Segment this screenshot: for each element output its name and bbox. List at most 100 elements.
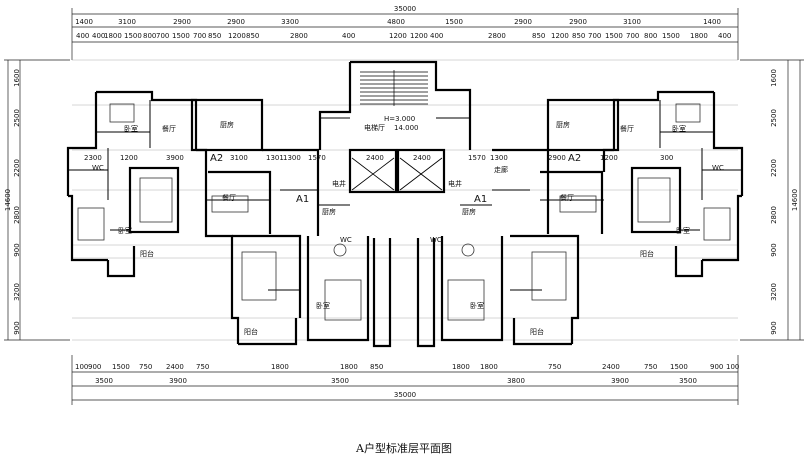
side-dimension-lines [4, 59, 804, 341]
top-dim-label: 3100 [623, 18, 641, 26]
top-dim-label: 3300 [281, 18, 299, 26]
drawing-title: A户型标准层平面图 [356, 442, 452, 455]
room-label-bedroom: 卧室 [470, 301, 484, 310]
inner-dim-label: 1570 [468, 154, 486, 162]
bottom-dim-label: 100 [726, 363, 739, 371]
left-dim-label: 900 [13, 321, 21, 334]
bottom-dim-label: 1800 [340, 363, 358, 371]
bottom-dim-label: 1800 [452, 363, 470, 371]
room-label-kitchen: 厨房 [462, 207, 476, 216]
unit-label-a1-left: A1 [296, 194, 309, 205]
bottom-dim-label: 3500 [95, 377, 113, 385]
room-label-dining: 餐厅 [222, 193, 236, 202]
room-label-dining: 餐厅 [162, 124, 176, 133]
bottom-dim-label: 900 [710, 363, 723, 371]
bottom-dim-label: 3900 [611, 377, 629, 385]
top-dimension-labels-row2: 400 400 1800 1500 800 700 1500 700 850 1… [76, 32, 731, 40]
top-dim-label: 800 [143, 32, 156, 40]
top-dim-label: 400 [718, 32, 731, 40]
depth-dimension-right: 14600 [791, 189, 799, 211]
top-dim-label: 4800 [387, 18, 405, 26]
bottom-dim-label: 1800 [480, 363, 498, 371]
inner-dim-label: 3100 [230, 154, 248, 162]
top-dim-label: 850 [246, 32, 259, 40]
top-dim-label: 3100 [118, 18, 136, 26]
right-dim-label: 1600 [770, 69, 778, 87]
unit-label-a2-right: A2 [568, 153, 581, 164]
top-dim-label: 1200 [389, 32, 407, 40]
room-label-bedroom: 卧室 [676, 226, 690, 235]
top-dim-label: 1500 [172, 32, 190, 40]
right-dimension-labels: 1600 2500 2200 2800 900 3200 900 [770, 69, 778, 335]
top-dim-label: 1400 [703, 18, 721, 26]
top-dim-label: 400 [430, 32, 443, 40]
right-dim-label: 900 [770, 243, 778, 256]
room-label-balcony: 阳台 [244, 327, 258, 336]
inner-dim-label: 1300 [283, 154, 301, 162]
room-label-kitchen: 厨房 [556, 120, 570, 129]
room-label-corridor: 走廊 [494, 165, 508, 174]
overall-dimension-bottom: 35000 [394, 391, 416, 399]
top-dim-label: 1200 [410, 32, 428, 40]
furniture [77, 103, 731, 321]
inner-dim-label: 1570 [308, 154, 326, 162]
top-dim-label: 1200 [228, 32, 246, 40]
bottom-dimension-labels-row2: 3500 3900 3500 3800 3900 3500 [95, 377, 697, 385]
top-dim-label: 2800 [488, 32, 506, 40]
bottom-dim-label: 3500 [679, 377, 697, 385]
elevator-hall-label: 电梯厅 [364, 123, 385, 132]
walls [66, 60, 744, 348]
left-dim-label: 3200 [13, 283, 21, 301]
bottom-dim-label: 100 [75, 363, 88, 371]
bottom-dimension-lines [71, 355, 739, 405]
top-dim-label: 700 [156, 32, 169, 40]
stair [360, 70, 428, 106]
room-labels: 卧室 餐厅 厨房 WC 卧室 餐厅 电井 厨房 WC 阳台 卧室 阳台 电井 厨… [92, 120, 724, 336]
elevator-shafts [351, 157, 443, 191]
bottom-dim-label: 2400 [166, 363, 184, 371]
top-dim-label: 1500 [445, 18, 463, 26]
top-dim-label: 2900 [569, 18, 587, 26]
room-label-wc: WC [340, 236, 352, 244]
room-label-shaft: 电井 [332, 179, 346, 188]
room-label-wc: WC [92, 164, 104, 172]
room-label-kitchen: 厨房 [322, 207, 336, 216]
room-label-bedroom: 卧室 [672, 124, 686, 133]
top-dim-label: 2900 [173, 18, 191, 26]
room-label-wc: WC [712, 164, 724, 172]
depth-dimension-left: 14600 [4, 189, 12, 211]
top-dim-label: 850 [532, 32, 545, 40]
room-label-wc: WC [430, 236, 442, 244]
top-dim-label: 1800 [104, 32, 122, 40]
top-dim-label: 400 [92, 32, 105, 40]
top-dim-label: 800 [644, 32, 657, 40]
top-dim-label: 850 [572, 32, 585, 40]
top-dim-label: 850 [208, 32, 221, 40]
bottom-dim-label: 750 [548, 363, 561, 371]
top-dim-label: 2800 [290, 32, 308, 40]
unit-label-a2-left: A2 [210, 153, 223, 164]
inner-dim-label: 2400 [413, 154, 431, 162]
bottom-dim-label: 2400 [602, 363, 620, 371]
room-label-dining: 餐厅 [560, 193, 574, 202]
room-label-balcony: 阳台 [530, 327, 544, 336]
room-label-kitchen: 厨房 [220, 120, 234, 129]
inner-dim-label: 1200 [600, 154, 618, 162]
left-dim-label: 2800 [13, 206, 21, 224]
inner-dim-label: 2300 [84, 154, 102, 162]
top-dimension-labels-row1: 1400 3100 2900 2900 3300 4800 1500 2900 … [75, 18, 721, 26]
bottom-dim-label: 750 [196, 363, 209, 371]
top-dim-label: 2900 [514, 18, 532, 26]
right-dim-label: 2200 [770, 159, 778, 177]
inner-dim-label: 1300 [490, 154, 508, 162]
top-dim-label: 1800 [690, 32, 708, 40]
right-dim-label: 2800 [770, 206, 778, 224]
bottom-dim-label: 1500 [670, 363, 688, 371]
top-dim-label: 1500 [662, 32, 680, 40]
right-dim-label: 3200 [770, 283, 778, 301]
right-dim-label: 2500 [770, 109, 778, 127]
room-label-shaft: 电井 [448, 179, 462, 188]
bottom-dim-label: 750 [644, 363, 657, 371]
top-dim-label: 700 [588, 32, 601, 40]
